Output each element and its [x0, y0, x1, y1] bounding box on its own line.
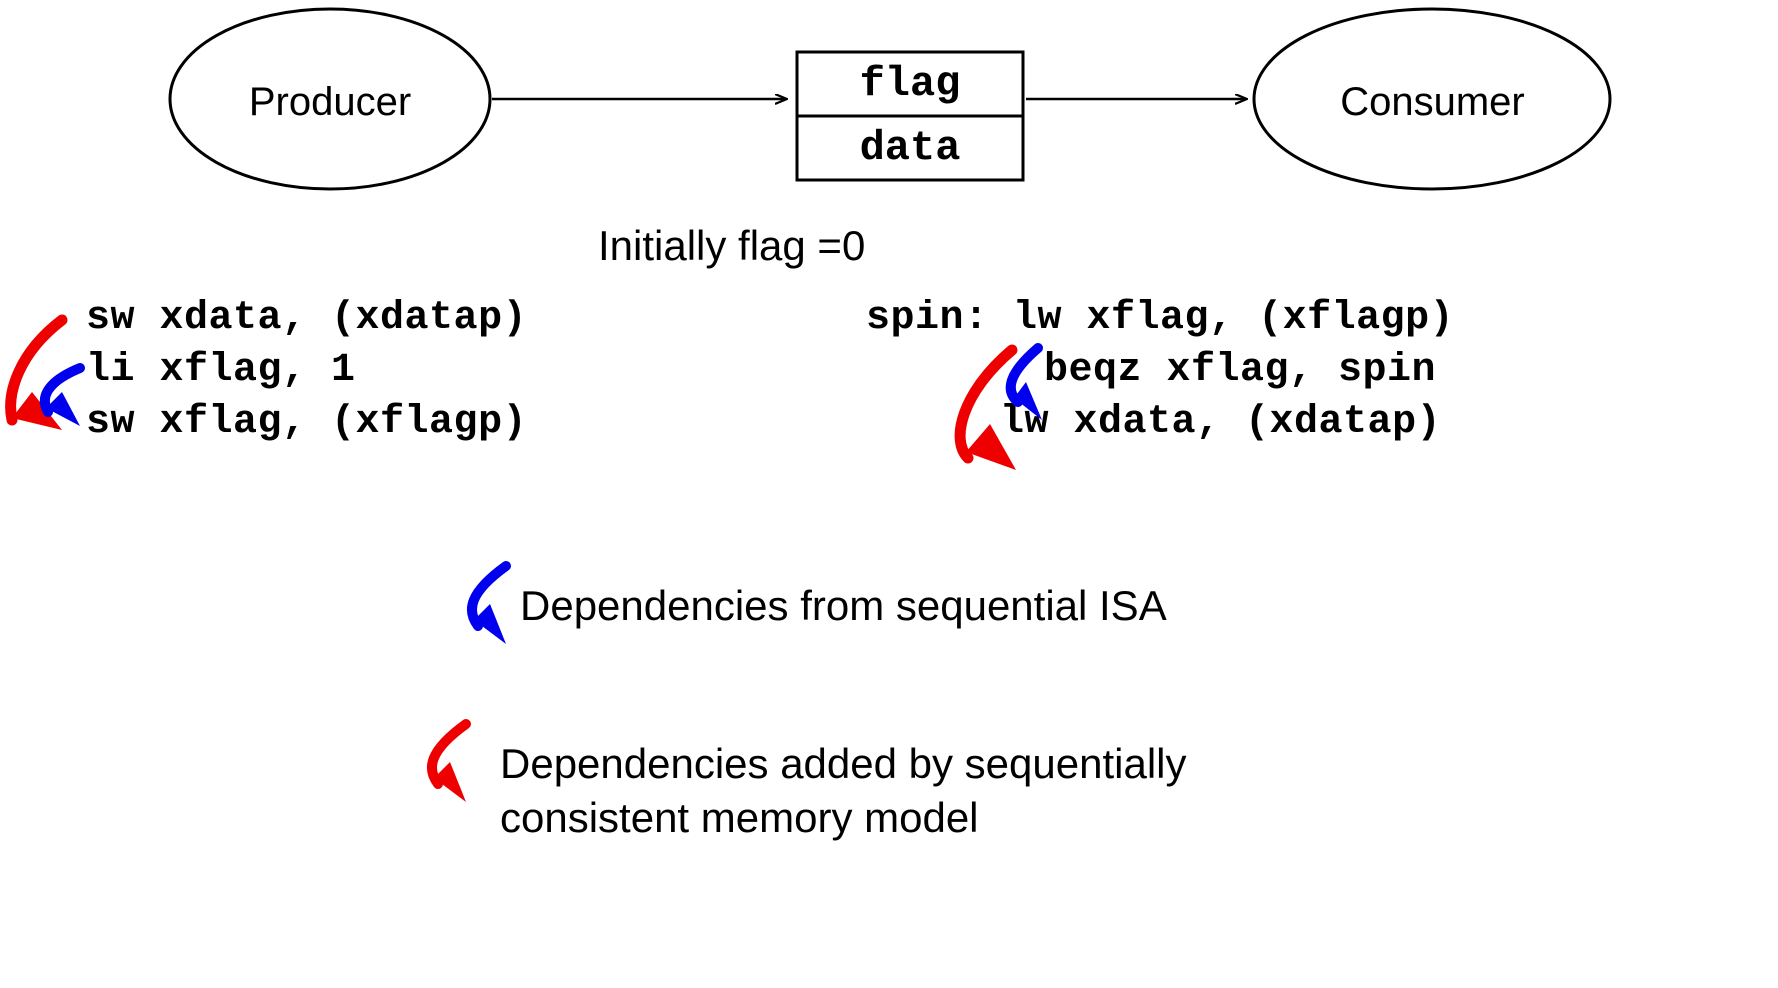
producer-code-line-3: sw xflag, (xflagp) [86, 400, 528, 445]
legend-isa-arrow-icon [466, 561, 511, 644]
legend-sc-label-line2: consistent memory model [500, 794, 979, 841]
producer-code-line-1: sw xdata, (xdatap) [86, 296, 528, 341]
initial-condition-note: Initially flag =0 [598, 222, 866, 269]
legend-sc-label-line1: Dependencies added by sequentially [500, 740, 1187, 787]
consumer-code-line-3: lw xdata, (xdatap) [1000, 400, 1442, 445]
isa-dependency-arrow-producer [39, 363, 85, 426]
memory-cell-flag: flag [859, 60, 961, 108]
producer-label: Producer [248, 80, 412, 124]
consumer-label: Consumer [1340, 80, 1525, 124]
consumer-code-line-2: beqz xflag, spin [1044, 348, 1437, 393]
consumer-code-line-1: spin: lw xflag, (xflagp) [866, 296, 1455, 341]
memory-cell-data: data [859, 124, 961, 172]
producer-code-line-2: li xflag, 1 [86, 348, 356, 393]
legend-isa-label: Dependencies from sequential ISA [520, 582, 1167, 629]
sc-dependency-arrow-producer [5, 314, 68, 430]
legend-sc-arrow-icon [426, 719, 471, 802]
